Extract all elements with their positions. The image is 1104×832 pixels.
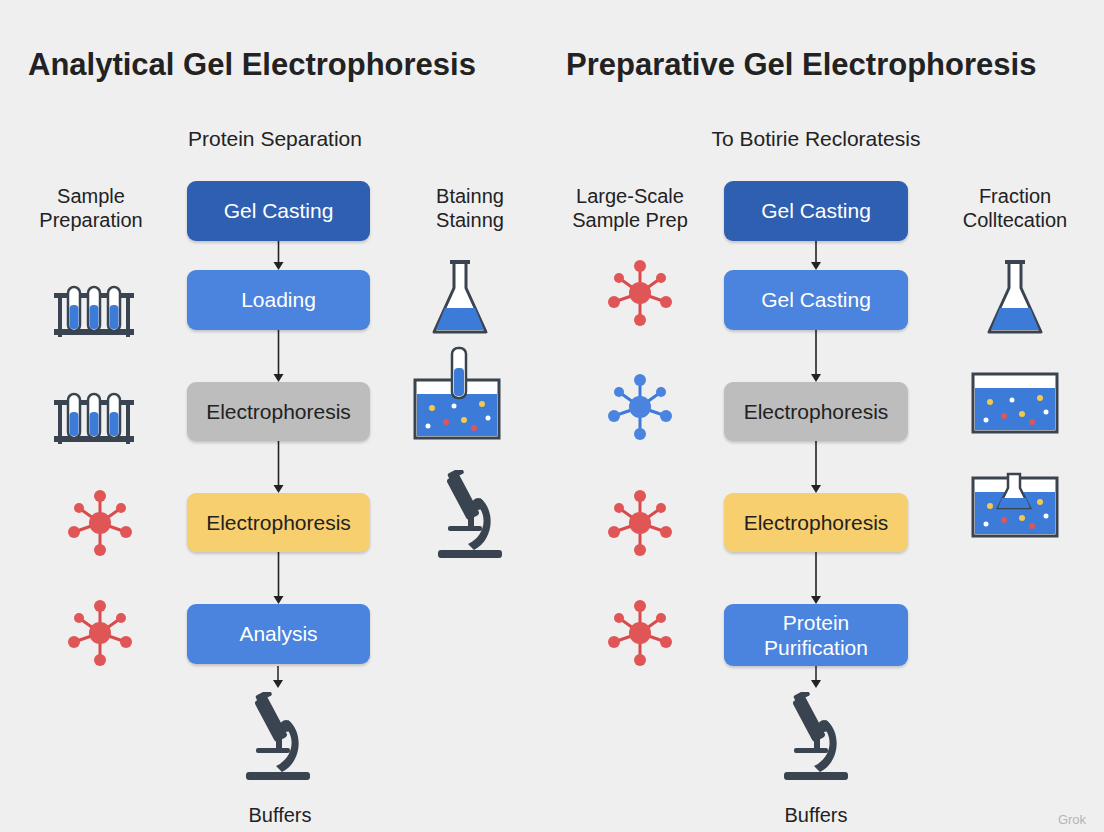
caption-label: To Botirie Recloratesis: [656, 126, 976, 151]
box-label: Analysis: [239, 621, 317, 646]
process-box: Electrophoresis: [724, 493, 908, 552]
flow-arrow: [811, 330, 821, 382]
process-box: Electrophoresis: [187, 382, 370, 441]
process-box: Gel Casting: [187, 181, 370, 241]
process-box: Protein Purification: [724, 604, 908, 666]
caption-label: Buffers: [210, 803, 350, 827]
box-label: Electrophoresis: [206, 510, 351, 535]
box-label: Electrophoresis: [744, 399, 889, 424]
process-box: Analysis: [187, 604, 370, 664]
process-box: Gel Casting: [724, 181, 908, 241]
caption-label: Buffers: [746, 803, 886, 827]
box-label: Gel Casting: [224, 198, 334, 223]
box-label: Electrophoresis: [206, 399, 351, 424]
box-label: Loading: [241, 287, 316, 312]
flow-arrow: [274, 241, 284, 270]
caption-label: Fraction Colltecation: [940, 184, 1090, 232]
caption-label: Sample Preparation: [21, 184, 161, 232]
process-box: Loading: [187, 270, 370, 330]
process-box: Electrophoresis: [724, 382, 908, 441]
section-heading: Analytical Gel Electrophoresis: [28, 46, 476, 83]
caption-label: Protein Separation: [125, 126, 425, 151]
flow-arrow: [274, 441, 284, 493]
flow-arrow: [811, 441, 821, 493]
flow-arrow: [274, 330, 284, 382]
section-heading: Preparative Gel Electrophoresis: [566, 46, 1036, 83]
box-label: Gel Casting: [761, 287, 871, 312]
box-label: Gel Casting: [761, 198, 871, 223]
watermark: Grok: [1047, 812, 1097, 828]
flow-arrow: [274, 552, 284, 604]
box-label: Electrophoresis: [744, 510, 889, 535]
flow-arrow: [811, 552, 821, 604]
flow-arrow: [811, 241, 821, 270]
caption-label: Btainng Stainng: [415, 184, 525, 232]
box-label: Protein Purification: [734, 610, 898, 660]
process-box: Gel Casting: [724, 270, 908, 330]
process-box: Electrophoresis: [187, 493, 370, 552]
caption-label: Large-Scale Sample Prep: [555, 184, 705, 232]
